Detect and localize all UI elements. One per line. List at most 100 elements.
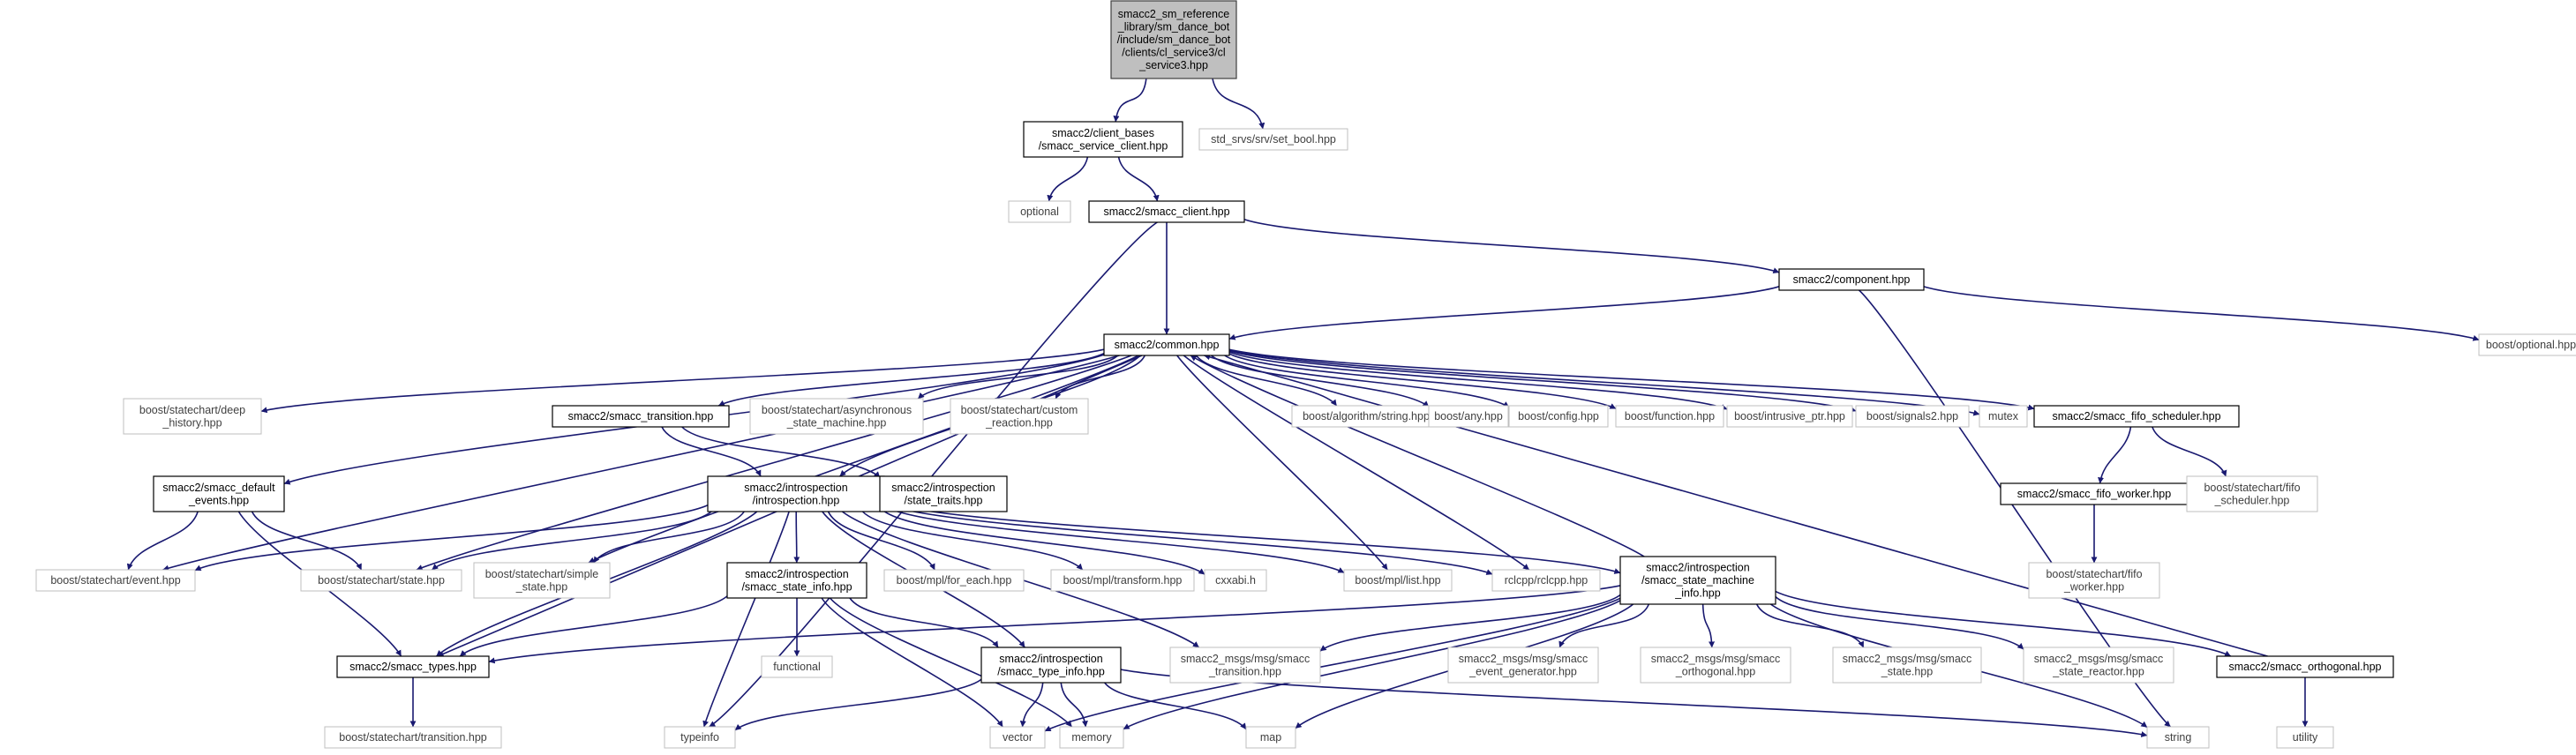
edge-common-to-fifo_scheduler	[1228, 348, 2035, 411]
edge-sm_info-to-common	[1190, 355, 1645, 557]
node-label-msg_state-line-1: _state.hpp	[1881, 665, 1933, 677]
edge-introspection-to-for_each	[827, 511, 935, 571]
node-label-msg_orthogonal-line-1: _orthogonal.hpp	[1675, 665, 1755, 677]
node-box-async_sm	[749, 398, 924, 435]
node-client_bases[interactable]: smacc2/client_bases/smacc_service_client…	[1023, 121, 1183, 158]
node-component[interactable]: smacc2/component.hpp	[1778, 268, 1925, 291]
node-default_events[interactable]: smacc2/smacc_default_events.hpp	[153, 475, 285, 512]
node-label-common-line-0: smacc2/common.hpp	[1115, 339, 1220, 351]
node-label-sm_info-line-0: smacc2/introspection	[1646, 562, 1749, 574]
edge-common-to-state_hpp	[416, 355, 1132, 571]
node-box-deep_history	[123, 398, 262, 435]
node-state_info[interactable]: smacc2/introspection/smacc_state_info.hp…	[726, 562, 867, 599]
node-label-default_events-line-1: _events.hpp	[188, 494, 249, 506]
edge-introspection-to-state_hpp	[432, 511, 712, 571]
node-box-utility	[2276, 726, 2334, 749]
node-box-map	[1245, 726, 1296, 749]
node-label-msg_state_reactor-line-0: smacc2_msgs/msg/smacc	[2034, 653, 2164, 665]
node-smacc_transition[interactable]: smacc2/smacc_transition.hpp	[552, 405, 730, 428]
node-msg_orthogonal: smacc2_msgs/msg/smacc_orthogonal.hpp	[1640, 647, 1791, 684]
edge-default_events-to-event_hpp	[126, 511, 199, 571]
node-box-for_each	[883, 569, 1025, 592]
node-label-state_traits-line-0: smacc2/introspection	[891, 482, 995, 494]
node-label-msg_transition-line-0: smacc2_msgs/msg/smacc	[1181, 653, 1311, 665]
edge-component-to-common	[1228, 286, 1780, 340]
node-common[interactable]: smacc2/common.hpp	[1103, 333, 1230, 356]
edge-common-to-simple_state	[588, 355, 1139, 564]
node-label-bs_transition-line-0: boost/statechart/transition.hpp	[339, 731, 487, 744]
edge-introspection-to-sm_info	[883, 501, 1621, 574]
edge-sm_info-to-smacc_orthogonal	[1775, 590, 2232, 657]
edge-common-to-mutex	[1228, 349, 1980, 416]
node-root[interactable]: smacc2_sm_reference_library/sm_dance_bot…	[1110, 0, 1237, 79]
node-label-component-line-0: smacc2/component.hpp	[1793, 273, 1911, 286]
node-introspection[interactable]: smacc2/introspection/introspection.hpp	[707, 475, 885, 512]
node-label-root-line-2: /include/sm_dance_bot	[1117, 34, 1231, 46]
node-utility: utility	[2276, 726, 2334, 749]
node-map: map	[1245, 726, 1296, 749]
node-state_hpp: boost/statechart/state.hpp	[300, 569, 462, 592]
node-label-simple_state-line-0: boost/statechart/simple	[485, 568, 599, 580]
edge-fifo_scheduler-to-fifo_worker	[2098, 426, 2132, 484]
edge-introspection-to-state_info	[793, 511, 800, 564]
node-bs_fifo_scheduler: boost/statechart/fifo_scheduler.hpp	[2186, 475, 2318, 512]
node-type_info[interactable]: smacc2/introspection/smacc_type_info.hpp	[980, 647, 1122, 684]
edge-introspection-to-cxxabi	[883, 511, 1205, 575]
node-smacc_types[interactable]: smacc2/smacc_types.hpp	[336, 655, 490, 678]
edge-introspection-to-event_hpp	[194, 504, 709, 572]
node-smacc_orthogonal[interactable]: smacc2/smacc_orthogonal.hpp	[2216, 655, 2394, 678]
node-label-simple_state-line-1: _state.hpp	[515, 580, 567, 593]
node-label-string-line-0: string	[2165, 731, 2192, 744]
edge-common-to-event_hpp	[162, 355, 1120, 572]
node-label-optional-line-0: optional	[1020, 206, 1059, 218]
edge-common-to-signals2	[1228, 350, 1857, 413]
edge-state_info-to-smacc_types	[459, 595, 728, 657]
node-box-optional	[1008, 200, 1071, 223]
edge-sm_info-to-msg_state	[1755, 603, 1865, 648]
node-label-msg_orthogonal-line-0: smacc2_msgs/msg/smacc	[1651, 653, 1781, 665]
node-box-fifo_scheduler	[2033, 405, 2240, 428]
node-sm_info[interactable]: smacc2/introspection/smacc_state_machine…	[1619, 556, 1776, 605]
node-label-mutex-line-0: mutex	[1988, 410, 2019, 422]
node-label-boost_optional-line-0: boost/optional.hpp	[2486, 339, 2576, 351]
node-label-bs_fifo_scheduler-line-0: boost/statechart/fifo	[2204, 482, 2300, 494]
node-fifo_scheduler[interactable]: smacc2/smacc_fifo_scheduler.hpp	[2033, 405, 2240, 428]
node-box-msg_orthogonal	[1640, 647, 1791, 684]
node-box-msg_state_reactor	[2023, 647, 2174, 684]
node-state_traits[interactable]: smacc2/introspection/state_traits.hpp	[879, 475, 1008, 512]
node-label-root-line-0: smacc2_sm_reference	[1118, 8, 1229, 20]
node-box-bs_fifo_scheduler	[2186, 475, 2318, 512]
node-functional: functional	[761, 655, 833, 678]
edge-client_bases-to-smacc_client	[1117, 156, 1160, 202]
node-box-boost_any	[1428, 405, 1509, 428]
node-fifo_worker[interactable]: smacc2/smacc_fifo_worker.hpp	[2000, 482, 2189, 505]
node-label-root-line-3: /clients/cl_service3/cl	[1122, 47, 1225, 59]
node-rclcpp: rclcpp/rclcpp.hpp	[1491, 569, 1601, 592]
node-label-smacc_types-line-0: smacc2/smacc_types.hpp	[349, 661, 477, 673]
edge-default_events-to-state_hpp	[251, 511, 363, 571]
edge-root-to-client_bases	[1113, 78, 1147, 123]
node-label-state_info-line-0: smacc2/introspection	[745, 568, 848, 580]
edge-smacc_client-to-typeinfo	[709, 221, 1158, 728]
node-label-utility-line-0: utility	[2293, 731, 2318, 744]
node-signals2: boost/signals2.hpp	[1855, 405, 1970, 428]
edge-sm_info-to-memory	[1123, 600, 1621, 730]
edge-sm_info-to-msg_state_reactor	[1775, 596, 2024, 650]
node-label-type_info-line-1: /smacc_type_info.hpp	[997, 665, 1105, 677]
node-box-algo_string	[1291, 405, 1441, 428]
edge-sm_info-to-msg_event_gen	[1558, 603, 1650, 648]
node-label-state_traits-line-1: /state_traits.hpp	[905, 494, 983, 506]
node-boost_optional: boost/optional.hpp	[2478, 333, 2576, 356]
node-custom_reaction: boost/statechart/custom_reaction.hpp	[950, 398, 1089, 435]
node-label-default_events-line-0: smacc2/smacc_default	[162, 482, 275, 494]
node-string: string	[2146, 726, 2210, 749]
node-memory: memory	[1059, 726, 1124, 749]
node-box-fifo_worker	[2000, 482, 2189, 505]
node-smacc_client[interactable]: smacc2/smacc_client.hpp	[1088, 200, 1245, 223]
node-label-client_bases-line-1: /smacc_service_client.hpp	[1039, 139, 1168, 152]
edge-sm_info-to-vector	[1044, 597, 1621, 732]
node-box-smacc_client	[1088, 200, 1245, 223]
edge-sm_info-to-msg_transition	[1319, 594, 1621, 652]
node-label-custom_reaction-line-0: boost/statechart/custom	[961, 404, 1078, 416]
